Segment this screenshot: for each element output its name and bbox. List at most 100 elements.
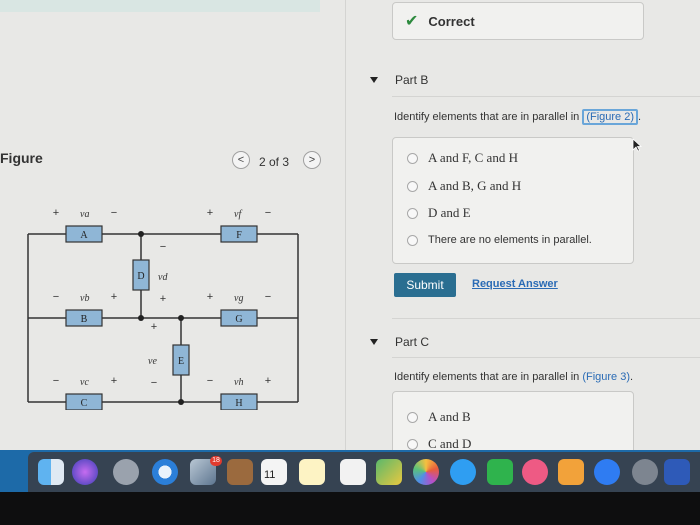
voltage-g-label: vg: [234, 293, 243, 304]
node: [178, 315, 184, 321]
mail-badge: 18: [210, 456, 222, 466]
mouse-cursor-icon: [632, 138, 642, 152]
minus-sign: −: [111, 207, 117, 219]
part-b-divider: [392, 96, 700, 97]
component-g-label: G: [235, 314, 242, 325]
option-a-b[interactable]: A and B: [407, 409, 471, 425]
component-a-label: A: [80, 230, 88, 241]
part-c-prompt-end: .: [630, 371, 634, 383]
option-a-f-c-h[interactable]: A and F, C and H: [407, 150, 518, 166]
submit-button[interactable]: Submit: [394, 273, 456, 297]
word-icon[interactable]: [664, 459, 690, 485]
part-c-collapse-icon[interactable]: [370, 339, 378, 345]
part-c-prompt-text: Identify elements that are in parallel i…: [394, 371, 583, 383]
option-label: D and E: [428, 205, 471, 220]
messages-icon[interactable]: [450, 459, 476, 485]
part-c-prompt: Identify elements that are in parallel i…: [394, 371, 633, 383]
option-c-d[interactable]: C and D: [407, 436, 471, 452]
correct-label: Correct: [428, 13, 475, 29]
part-c-divider: [392, 357, 700, 358]
voltage-c-label: vc: [80, 377, 89, 388]
calendar-icon[interactable]: [261, 459, 287, 485]
voltage-e-label: ve: [148, 356, 157, 367]
voltage-labels: va vf vb vg vc vh vd ve: [80, 209, 243, 388]
reminders-icon[interactable]: [340, 459, 366, 485]
option-a-b-g-h[interactable]: A and B, G and H: [407, 178, 521, 194]
plus-sign: +: [111, 291, 117, 303]
minus-sign: −: [265, 291, 271, 303]
component-d-label: D: [137, 271, 144, 282]
radio-button[interactable]: [407, 180, 418, 192]
radio-button[interactable]: [407, 207, 418, 219]
radio-button[interactable]: [407, 411, 418, 423]
node: [138, 315, 144, 321]
part-c-title[interactable]: Part C: [395, 335, 430, 349]
part-b-prompt: Identify elements that are in parallel i…: [394, 109, 641, 125]
plus-sign: +: [207, 207, 213, 219]
component-labels: A F B G C H D E: [80, 230, 242, 409]
component-g-box: [220, 309, 258, 327]
figure-label: Figure: [0, 150, 43, 166]
component-f-label: F: [236, 230, 242, 241]
component-c-box: [65, 393, 103, 410]
part-b-options-box: A and F, C and H A and B, G and H D and …: [392, 137, 634, 264]
system-preferences-icon[interactable]: [632, 459, 658, 485]
radio-button[interactable]: [407, 438, 418, 450]
voltage-h-label: vh: [234, 377, 243, 388]
prev-figure-button[interactable]: <: [232, 151, 250, 169]
figure-page-count: 2 of 3: [259, 155, 290, 169]
component-f-box: [220, 225, 258, 243]
plus-sign: +: [160, 293, 166, 305]
option-label: A and F, C and H: [428, 150, 518, 165]
part-b-title[interactable]: Part B: [395, 73, 429, 87]
plus-sign: +: [151, 321, 157, 333]
finder-icon[interactable]: [38, 459, 64, 485]
option-label: C and D: [428, 436, 472, 451]
plus-sign: +: [207, 291, 213, 303]
launchpad-icon[interactable]: [113, 459, 139, 485]
radio-button[interactable]: [407, 234, 418, 246]
top-banner: [0, 0, 320, 12]
minus-sign: −: [265, 207, 271, 219]
panel-divider: [345, 0, 346, 450]
photos-icon[interactable]: [413, 459, 439, 485]
option-label: A and B, G and H: [428, 178, 522, 193]
part-b-collapse-icon[interactable]: [370, 77, 378, 83]
option-d-e[interactable]: D and E: [407, 205, 471, 221]
contacts-icon[interactable]: [227, 459, 253, 485]
facetime-icon[interactable]: [487, 459, 513, 485]
screen-bezel: [0, 492, 700, 525]
radio-button[interactable]: [407, 152, 418, 164]
keynote-icon[interactable]: [376, 459, 402, 485]
component-h-label: H: [235, 398, 242, 409]
part-b-prompt-text: Identify elements that are in parallel i…: [394, 111, 583, 123]
minus-sign: −: [207, 375, 213, 387]
component-e-label: E: [178, 356, 184, 367]
component-a-box: [65, 225, 103, 243]
plus-sign: +: [111, 375, 117, 387]
voltage-f-label: vf: [234, 209, 242, 220]
voltage-a-label: va: [80, 209, 89, 220]
notes-icon[interactable]: [299, 459, 325, 485]
part-b-bottom-divider: [392, 318, 700, 319]
siri-icon[interactable]: [72, 459, 98, 485]
next-figure-button[interactable]: >: [303, 151, 321, 169]
component-b-label: B: [81, 314, 88, 325]
correct-feedback: ✔ Correct: [392, 2, 644, 40]
books-icon[interactable]: [558, 459, 584, 485]
voltage-d-label: vd: [158, 272, 168, 283]
music-icon[interactable]: [522, 459, 548, 485]
component-h-box: [220, 393, 258, 410]
plus-sign: +: [53, 207, 59, 219]
option-none-parallel[interactable]: There are no elements in parallel.: [407, 234, 592, 246]
option-label: There are no elements in parallel.: [428, 234, 592, 246]
plus-sign: +: [265, 375, 271, 387]
part-b-figure-link[interactable]: (Figure 2): [582, 109, 639, 125]
safari-icon[interactable]: [152, 459, 178, 485]
component-e-box: [172, 344, 190, 376]
calendar-date: 11: [264, 469, 276, 481]
part-c-figure-link[interactable]: (Figure 3): [582, 371, 631, 383]
request-answer-link[interactable]: Request Answer: [472, 278, 558, 290]
app-store-icon[interactable]: [594, 459, 620, 485]
voltage-b-label: vb: [80, 293, 89, 304]
